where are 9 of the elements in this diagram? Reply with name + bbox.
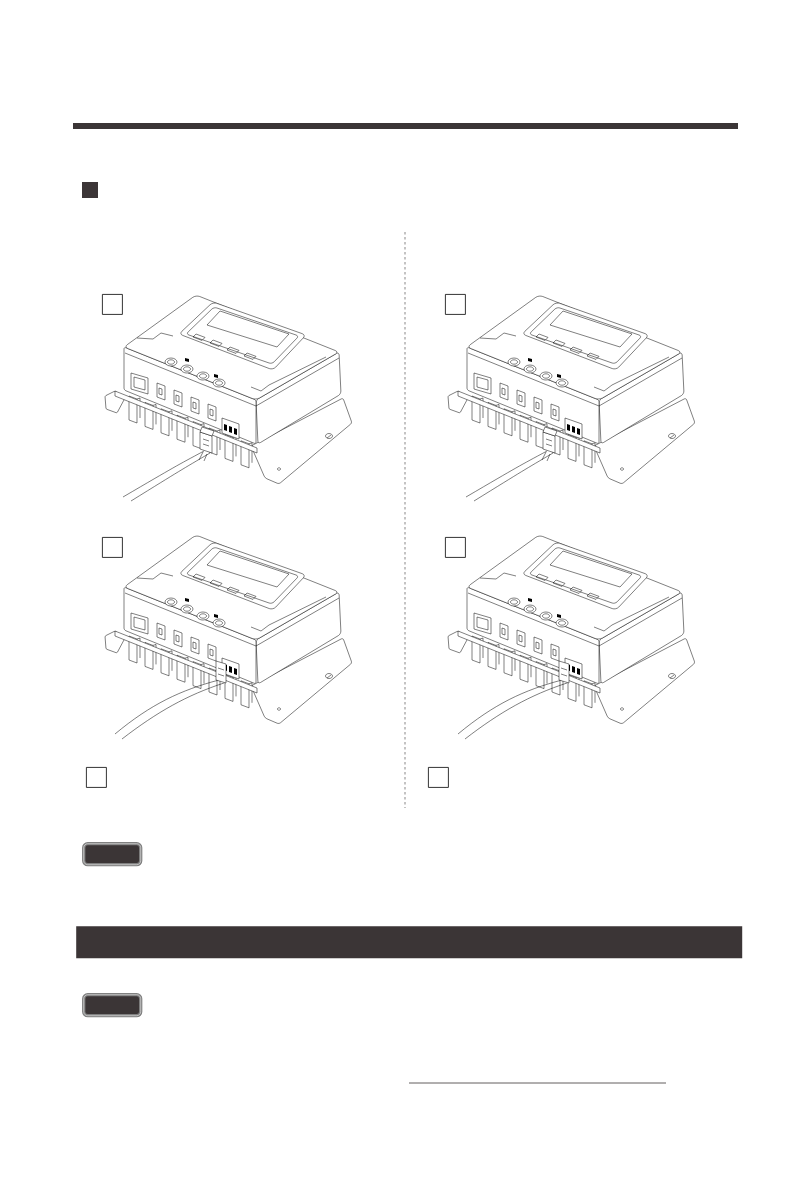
note-badge [82, 842, 143, 867]
square-box [428, 767, 449, 788]
charge-controller-drawing [104, 535, 352, 740]
section-band [76, 926, 743, 959]
charge-controller-drawing [447, 295, 695, 502]
charge-controller-drawing [104, 295, 352, 502]
square-box [86, 767, 107, 788]
note-badge [82, 993, 143, 1018]
charge-controller-drawing [447, 535, 695, 740]
